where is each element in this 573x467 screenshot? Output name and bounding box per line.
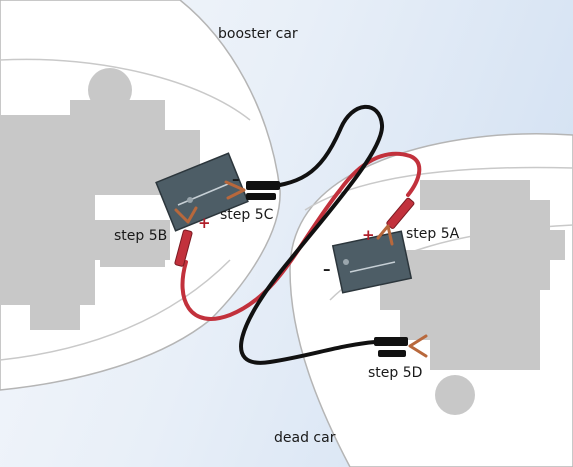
dead-negative-sign: – [323, 260, 331, 278]
booster-fender-line [0, 259, 231, 361]
step-5c-label: step 5C [220, 207, 274, 223]
clamp-step-5b [174, 206, 198, 267]
booster-negative-sign: – [232, 170, 240, 188]
dead-car-label: dead car [274, 430, 336, 446]
step-5d-label: step 5D [368, 365, 422, 381]
negative-cable [239, 104, 385, 365]
booster-engine [0, 68, 200, 330]
step-5a-label: step 5A [406, 226, 460, 242]
booster-positive-sign: + [198, 214, 211, 232]
booster-car-label: booster car [218, 26, 298, 42]
clamp-step-5a [376, 197, 415, 246]
dead-engine [380, 180, 565, 415]
dead-battery [331, 230, 413, 294]
booster-hood-line [0, 58, 251, 121]
clamp-step-5c [224, 180, 280, 200]
positive-cable [180, 151, 422, 321]
clamp-step-5d [374, 334, 428, 358]
booster-car [0, 0, 281, 391]
dead-positive-sign: + [362, 226, 375, 244]
dead-car [289, 133, 573, 467]
step-5b-label: step 5B [114, 228, 167, 244]
